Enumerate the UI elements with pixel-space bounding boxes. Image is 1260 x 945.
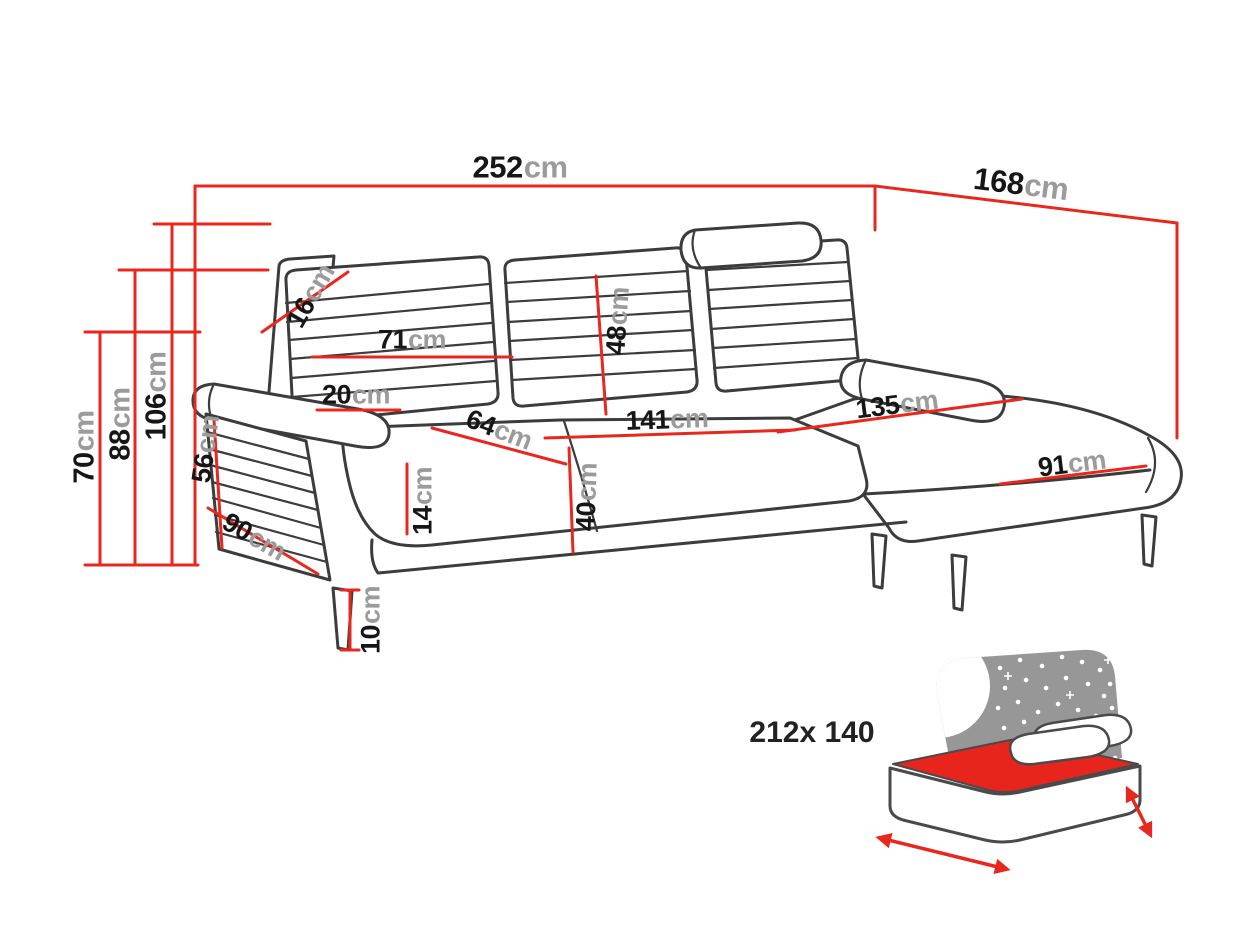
right-armrest-endcap — [858, 358, 868, 401]
dim-line-91 — [998, 464, 1148, 486]
dim-line-141 — [543, 428, 797, 440]
seat-cushions — [340, 416, 869, 548]
bed-pillow-front — [1008, 724, 1111, 766]
sofa-leg-chaise-right — [1140, 513, 1158, 568]
dim-value: 106 — [140, 393, 173, 441]
dim-line-135 — [776, 397, 1024, 434]
dim-armrest-20-label: 20cm — [321, 379, 391, 410]
dim-value: 135 — [854, 389, 902, 425]
dim-backrest-71-label: 71cm — [377, 324, 447, 355]
dim-line-16 — [260, 270, 350, 334]
bed-length-arrow — [1125, 785, 1153, 839]
sofa-outline — [191, 221, 1183, 652]
dim-backrest-48-label: 48cm — [600, 285, 635, 356]
dim-height-88-label: 88cm — [104, 387, 137, 461]
dim-cushion-14-label: 14cm — [407, 466, 438, 536]
dimension-lines — [83, 184, 1179, 652]
dim-seat-width-141-label: 141cm — [625, 403, 709, 436]
dim-unit: cm — [1066, 444, 1108, 479]
dim-seat-height-40-label: 40cm — [570, 462, 603, 532]
dim-unit: cm — [523, 149, 568, 185]
backrest-channel-lines-left — [284, 282, 498, 399]
dim-line-10 — [339, 588, 361, 652]
dim-line-48 — [594, 274, 608, 416]
left-armrest-slats — [205, 430, 329, 564]
dim-unit: cm — [571, 462, 603, 502]
dim-value: 40 — [570, 501, 602, 532]
dim-line-106 — [152, 222, 272, 567]
sofa-leg-middle — [870, 532, 888, 590]
dim-unit: cm — [898, 384, 940, 419]
dim-leg-height-10-label: 10cm — [355, 585, 386, 655]
dim-height-70-label: 70cm — [68, 410, 101, 484]
dim-line-64 — [430, 426, 568, 466]
dim-line-88 — [117, 268, 270, 567]
dim-value: 91 — [1036, 449, 1069, 483]
dim-value: 20 — [321, 379, 352, 410]
dim-unit: cm — [669, 403, 709, 435]
bed-width-arrow — [875, 832, 1011, 875]
dim-value: 14 — [407, 505, 438, 536]
dim-line-90 — [206, 506, 320, 576]
dim-value: 168 — [971, 160, 1026, 202]
dim-unit: cm — [104, 387, 137, 429]
sofa-leg-chaise-left — [950, 553, 968, 612]
dim-value: 88 — [104, 429, 137, 461]
dim-value: 10 — [355, 624, 386, 655]
headrest-pillow-endcap — [691, 228, 703, 270]
dim-value: 70 — [68, 452, 101, 484]
dim-line-168 — [873, 184, 1179, 225]
chaise-roll-edge — [1144, 436, 1157, 494]
base-bottom-edge — [370, 520, 908, 575]
dim-unit: cm — [407, 466, 438, 505]
dim-unit: cm — [68, 410, 101, 452]
dim-value: 141 — [625, 404, 670, 436]
dim-value: 71 — [377, 324, 408, 355]
dim-total-width-label: 252cm — [472, 149, 568, 185]
dim-height-106-label: 106cm — [140, 351, 173, 441]
dim-unit: cm — [408, 324, 447, 355]
dim-line-70 — [83, 330, 202, 567]
backrest-channel-lines-right — [704, 260, 860, 370]
sleeping-area-label: 212x 140 — [749, 716, 874, 750]
dim-value: 48 — [600, 324, 633, 356]
sleeping-area-value: 212x 140 — [749, 716, 875, 749]
headrest-pillow — [679, 221, 823, 270]
dim-line-56 — [212, 418, 224, 550]
dim-line-40 — [567, 446, 575, 554]
dim-value: 56 — [185, 451, 220, 485]
moon-shape — [936, 649, 990, 738]
seat-seam — [562, 419, 599, 533]
bed-with-mattress-icon — [875, 649, 1153, 875]
dim-value: 252 — [472, 149, 523, 185]
dim-unit: cm — [352, 379, 391, 410]
star-sparkles — [1004, 656, 1112, 699]
dim-unit: cm — [140, 351, 173, 393]
dim-unit: cm — [355, 585, 386, 624]
dim-unit: cm — [602, 285, 635, 326]
dim-unit: cm — [1022, 167, 1071, 208]
dim-unit: cm — [190, 413, 226, 455]
